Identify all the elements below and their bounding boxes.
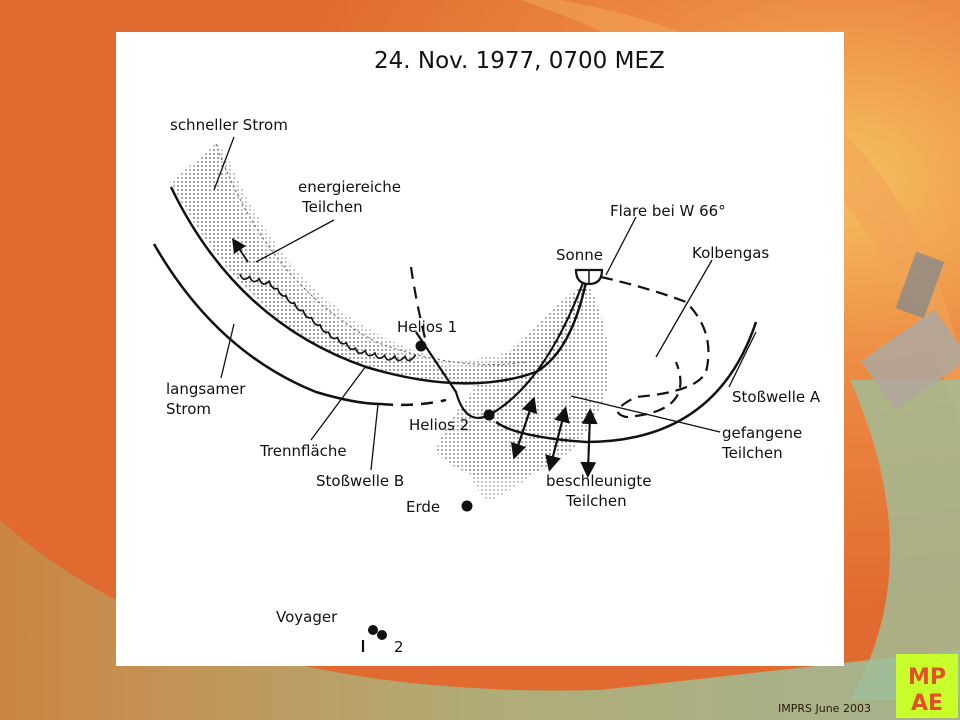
label-schneller-strom: schneller Strom (170, 116, 288, 134)
diagram-title: 24. Nov. 1977, 0700 MEZ (374, 48, 665, 74)
label-energiereiche: energiereiche (298, 178, 401, 196)
accelerated-particle-arrows (510, 396, 598, 478)
label-beschleunigte-teilchen: Teilchen (565, 492, 627, 510)
shock-wave-a (495, 321, 758, 444)
label-sonne: Sonne (556, 246, 603, 264)
voyager-1-marker (368, 625, 378, 635)
helios-2-marker (483, 409, 495, 421)
sun-icon (574, 268, 604, 286)
footer-text: IMPRS June 2003 (778, 702, 871, 715)
label-langsamer: langsamer (166, 380, 246, 398)
voyager-2-marker (377, 630, 387, 640)
label-erde: Erde (406, 498, 440, 516)
svg-text:MP: MP (908, 665, 946, 690)
diagram-panel (116, 32, 844, 666)
label-gefangene: gefangene (722, 424, 802, 442)
label-trennflaeche: Trennfläche (259, 442, 347, 460)
label-helios-1: Helios 1 (397, 318, 457, 336)
label-beschleunigte: beschleunigte (546, 472, 652, 490)
label-voyager: Voyager (276, 608, 338, 626)
svg-text:AE: AE (911, 691, 943, 716)
label-voyager-2: 2 (394, 638, 404, 656)
label-kolbengas: Kolbengas (692, 244, 769, 262)
interface-curve (169, 186, 588, 385)
shock-wave-b (152, 243, 382, 406)
label-gefangene-teilchen: Teilchen (721, 444, 783, 462)
leader-lines (213, 136, 757, 471)
label-flare: Flare bei W 66° (610, 202, 726, 220)
mpae-logo: MP AE (896, 654, 958, 718)
heliosphere-diagram: 24. Nov. 1977, 0700 MEZ schneller Strom … (152, 48, 821, 656)
piston-gas-boundary (600, 275, 710, 419)
label-energiereiche-teilchen: Teilchen (301, 198, 363, 216)
label-stosswelle-a: Stoßwelle A (732, 388, 821, 406)
label-langsamer-strom: Strom (166, 400, 211, 418)
label-helios-2: Helios 2 (409, 416, 469, 434)
earth-marker (461, 500, 473, 512)
label-stosswelle-b: Stoßwelle B (316, 472, 404, 490)
energetic-particle-path (239, 273, 417, 362)
helios-1-marker (415, 340, 427, 352)
